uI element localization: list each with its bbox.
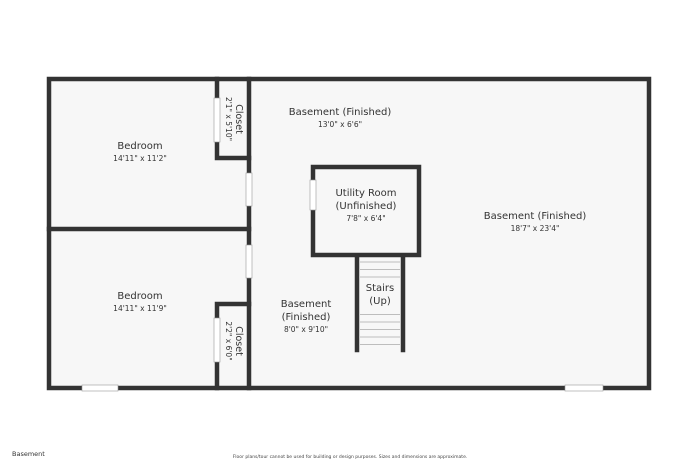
stairs-name-line2: (Up): [369, 296, 391, 307]
room-name: Bedroom: [117, 141, 163, 152]
floor-area: [47, 77, 651, 388]
room-name-line2: (Unfinished): [335, 201, 397, 212]
room-dimensions: 7'8" x 6'4": [346, 214, 386, 223]
room-dimensions: 14'11" x 11'2": [113, 154, 167, 163]
utility-room-label: Utility Room (Unfinished) 7'8" x 6'4": [316, 187, 416, 224]
room-name: Closet: [233, 326, 244, 356]
room-name-line2: (Finished): [281, 312, 331, 323]
closet-bottom-label: Closet 2'2" x 6'0": [224, 296, 244, 386]
closet-top-label: Closet 2'1" x 5'10": [224, 74, 244, 164]
room-dimensions: 18'7" x 23'4": [510, 224, 560, 233]
room-name-line1: Utility Room: [335, 188, 397, 199]
bedroom-top-label: Bedroom 14'11" x 11'2": [90, 140, 190, 164]
room-name: Basement (Finished): [483, 211, 587, 222]
window: [564, 384, 604, 392]
openings: [81, 97, 604, 392]
window: [81, 384, 119, 392]
basement-small-label: Basement (Finished) 8'0" x 9'10": [256, 298, 356, 335]
basement-main-label: Basement (Finished) 18'7" x 23'4": [460, 210, 610, 234]
disclaimer: Floor plans/tour cannot be used for buil…: [232, 455, 468, 460]
doorway: [245, 172, 253, 207]
room-dimensions: 2'1" x 5'10": [224, 96, 233, 142]
room-name-line1: Basement: [280, 299, 332, 310]
basement-top-label: Basement (Finished) 13'0" x 6'6": [270, 106, 410, 130]
stair-treads: [360, 261, 400, 345]
room-dimensions: 13'0" x 6'6": [317, 120, 363, 129]
room-dimensions: 14'11" x 11'9": [113, 304, 167, 313]
room-name: Basement (Finished): [288, 107, 392, 118]
bedroom-bottom-label: Bedroom 14'11" x 11'9": [90, 290, 190, 314]
room-name: Closet: [233, 104, 244, 134]
closet-door: [213, 317, 221, 363]
room-name: Bedroom: [117, 291, 163, 302]
outer-wall: [46, 76, 652, 391]
utility-door: [309, 179, 317, 211]
stairs-label: Stairs (Up): [360, 282, 400, 308]
utility-room-wall: [310, 164, 422, 258]
room-dimensions: 8'0" x 9'10": [283, 325, 329, 334]
floor-name: Basement: [12, 450, 45, 458]
closet-door: [213, 97, 221, 143]
stairs-name-line1: Stairs: [365, 283, 395, 294]
room-dimensions: 2'2" x 6'0": [224, 321, 233, 361]
doorway: [245, 244, 253, 279]
